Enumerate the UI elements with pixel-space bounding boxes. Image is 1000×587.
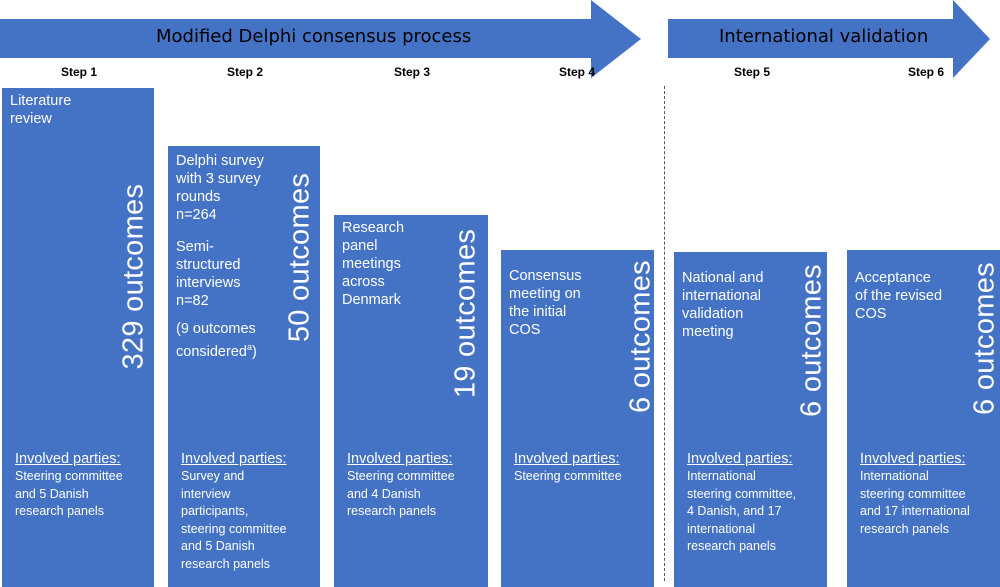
desc-line: Research: [342, 220, 405, 236]
party-line: steering committee: [181, 521, 287, 536]
involved-parties-title: Involved parties:: [687, 451, 793, 467]
party-line: Steering committee: [347, 469, 455, 483]
delphi-process-arrow: [0, 0, 641, 78]
involved-parties-title: Involved parties:: [347, 451, 453, 467]
step-6-box: Acceptance of the revised COS 6 outcomes…: [847, 250, 1000, 587]
desc-line: COS: [509, 322, 541, 338]
desc-line: n=82: [176, 293, 209, 309]
step-6-label: Step 6: [907, 65, 944, 79]
step-3-label: Step 3: [393, 65, 430, 79]
step-2-label: Step 2: [226, 65, 263, 79]
party-line: research panels: [860, 521, 949, 536]
step-5-box: National and international validation me…: [674, 252, 828, 587]
involved-parties-title: Involved parties:: [15, 451, 121, 467]
desc-line: panel: [342, 238, 378, 254]
desc-line: meeting: [682, 324, 734, 340]
desc-line: meetings: [342, 256, 401, 272]
delphi-process-label: Modified Delphi consensus process: [156, 26, 472, 47]
desc-line: rounds: [176, 189, 221, 205]
phase-divider: [664, 86, 665, 581]
desc-line: structured: [176, 257, 241, 273]
involved-parties-title: Involved parties:: [181, 451, 287, 467]
desc-line: Semi-: [176, 239, 214, 255]
step-5-outcome-count: 6 outcomes: [795, 264, 828, 417]
party-line: interview: [181, 486, 231, 501]
step-1-box: Literature review 329 outcomes Involved …: [2, 88, 154, 587]
step-2-description: Delphi survey with 3 survey rounds n=264…: [176, 152, 264, 371]
desc-line: with 3 survey: [176, 171, 261, 187]
step-1-label: Step 1: [60, 65, 97, 79]
step-1-involved-parties: Involved parties: Steering committee and…: [15, 450, 123, 521]
desc-line: validation: [682, 306, 744, 322]
desc-line: n=264: [176, 207, 217, 223]
desc-line: Literature review: [10, 93, 72, 127]
party-line: research panels: [347, 504, 436, 518]
step-3-box: Research panel meetings across Denmark 1…: [334, 215, 488, 587]
step-4-label: Step 4: [558, 65, 595, 79]
international-validation-label: International validation: [719, 26, 929, 47]
desc-line: meeting on: [509, 286, 581, 302]
desc-line: Acceptance: [855, 270, 931, 286]
step-3-outcome-count: 19 outcomes: [449, 228, 482, 399]
step-4-involved-parties: Involved parties: Steering committee: [514, 450, 622, 486]
desc-line: interviews: [176, 275, 241, 291]
step-1-description: Literature review: [10, 92, 90, 128]
party-line: research panels: [15, 504, 104, 518]
desc-line: international: [682, 288, 761, 304]
step-2-involved-parties: Involved parties: Survey and interview p…: [181, 450, 287, 573]
step-2-box: Delphi survey with 3 survey rounds n=264…: [168, 146, 320, 587]
step-4-box: Consensus meeting on the initial COS 6 o…: [501, 250, 657, 587]
step-6-involved-parties: Involved parties: International steering…: [860, 450, 970, 538]
desc-line: COS: [855, 306, 887, 322]
desc-line: Delphi survey: [176, 153, 264, 169]
party-line: and 17 international: [860, 504, 970, 518]
step-6-description: Acceptance of the revised COS: [855, 269, 942, 323]
involved-parties-title: Involved parties:: [514, 451, 620, 467]
international-validation-arrow: [668, 0, 990, 78]
step-4-outcome-count: 6 outcomes: [624, 260, 657, 413]
desc-line: of the revised: [855, 288, 943, 304]
desc-line: Denmark: [342, 292, 401, 308]
step-3-description: Research panel meetings across Denmark: [342, 219, 404, 309]
party-line: and 5 Danish: [15, 486, 89, 501]
footnote-marker: a: [246, 342, 252, 352]
desc-line: considered: [176, 343, 247, 360]
desc-line: National and: [682, 270, 764, 286]
party-line: International: [687, 469, 756, 483]
party-line: steering committee: [860, 486, 966, 501]
step-5-involved-parties: Involved parties: International steering…: [687, 450, 796, 556]
party-line: and 5 Danish: [181, 539, 255, 553]
close-paren: ): [251, 343, 257, 360]
step-5-label: Step 5: [733, 65, 770, 79]
party-line: steering committee,: [687, 486, 797, 501]
party-line: research panels: [181, 556, 270, 571]
desc-line: Consensus: [509, 268, 582, 284]
party-line: international: [687, 521, 756, 536]
party-line: Survey and: [181, 469, 245, 483]
step-4-description: Consensus meeting on the initial COS: [509, 267, 582, 339]
party-line: Steering committee: [15, 469, 123, 483]
step-5-description: National and international validation me…: [682, 269, 763, 341]
party-line: International: [860, 469, 929, 483]
desc-line: the initial: [509, 304, 567, 320]
party-line: 4 Danish, and 17: [687, 504, 782, 518]
party-line: research panels: [687, 539, 776, 553]
desc-line: across: [342, 274, 385, 290]
desc-line: (9 outcomes: [176, 321, 256, 337]
step-3-involved-parties: Involved parties: Steering committee and…: [347, 450, 455, 521]
step-1-outcome-count: 329 outcomes: [117, 183, 150, 370]
step-2-outcome-count: 50 outcomes: [283, 172, 316, 343]
involved-parties-title: Involved parties:: [860, 451, 966, 467]
step-6-outcome-count: 6 outcomes: [968, 262, 1000, 415]
party-line: and 4 Danish: [347, 486, 421, 501]
party-line: participants,: [181, 504, 249, 518]
party-line: Steering committee: [514, 469, 622, 483]
